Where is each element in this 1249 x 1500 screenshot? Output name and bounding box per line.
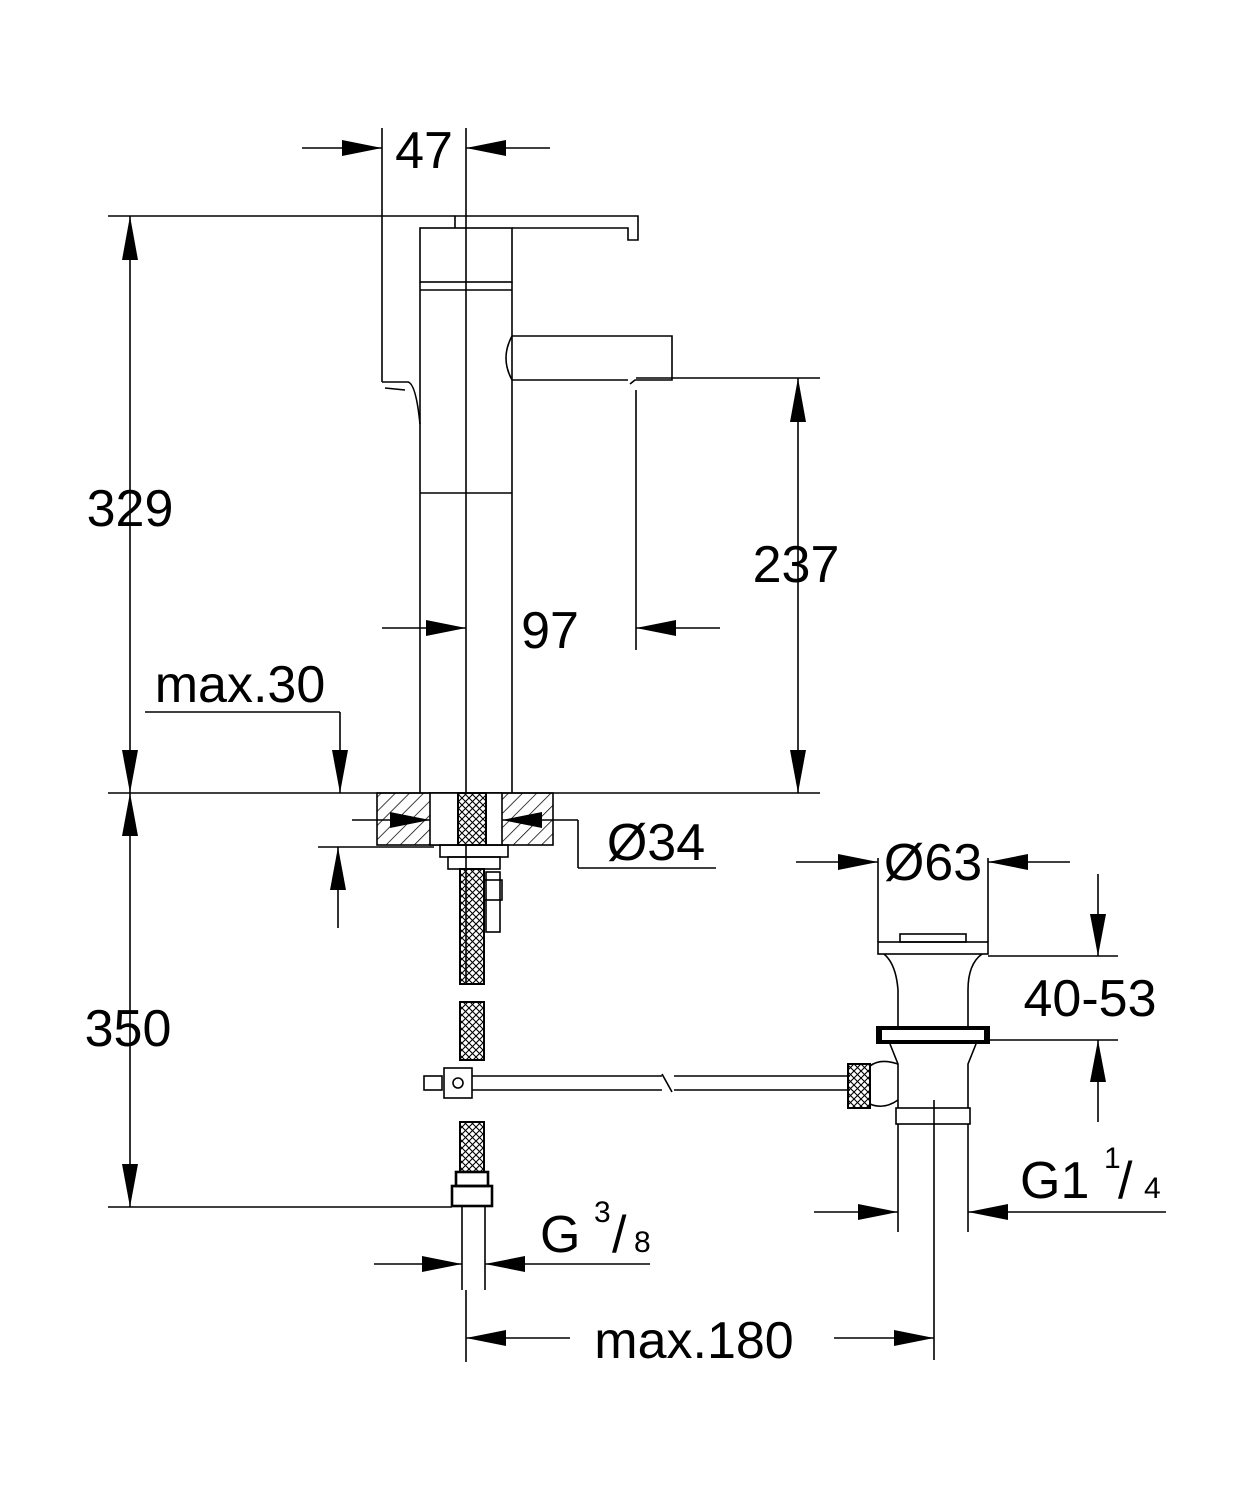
dim-97: 97 <box>382 390 720 660</box>
dim-g38-main: G <box>540 1206 580 1264</box>
dim-237-label: 237 <box>753 536 840 594</box>
pop-up-linkage <box>423 1067 850 1099</box>
dim-dia34: Ø34 <box>352 812 716 872</box>
waste-fitting <box>847 933 990 1360</box>
dim-40-53: 40-53 <box>988 874 1157 1122</box>
dim-40-53-label: 40-53 <box>1024 970 1157 1028</box>
dim-max180-label: max.180 <box>594 1312 793 1370</box>
dim-237: 237 <box>636 377 840 793</box>
faucet-body <box>381 128 673 793</box>
dim-dia63-label: Ø63 <box>884 834 982 892</box>
dim-329-label: 329 <box>87 480 174 538</box>
dim-dia34-label: Ø34 <box>607 814 705 872</box>
dim-max180: max.180 <box>465 1290 934 1370</box>
dim-47-label: 47 <box>395 122 453 180</box>
dim-g38-numerator: 3 <box>594 1196 611 1229</box>
dim-g114: G1 1 / 4 <box>814 1142 1166 1220</box>
dim-350-label: 350 <box>85 1000 172 1058</box>
dim-47: 47 <box>302 122 550 180</box>
dim-dia63: Ø63 <box>796 834 1070 942</box>
supply-hose <box>450 868 494 1290</box>
dim-g38-slash: / <box>612 1206 627 1264</box>
dim-g38-denominator: 8 <box>634 1226 651 1259</box>
dim-350: 350 <box>85 793 452 1208</box>
dim-max30: max.30 <box>145 656 434 928</box>
dim-329: 329 <box>87 215 455 793</box>
dim-g114-main: G1 <box>1020 1152 1089 1210</box>
dim-g114-numerator: 1 <box>1104 1142 1121 1175</box>
dim-g114-slash: / <box>1118 1152 1133 1210</box>
dim-max30-label: max.30 <box>155 656 326 714</box>
dim-97-label: 97 <box>521 602 579 660</box>
dim-g114-denominator: 4 <box>1144 1172 1161 1205</box>
dim-g38: G 3 / 8 <box>374 1196 651 1272</box>
